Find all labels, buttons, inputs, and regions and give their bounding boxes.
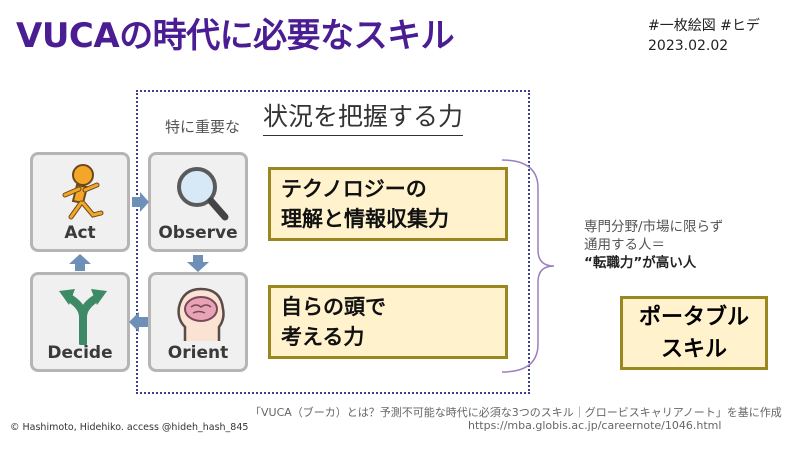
ooda-card-observe: Observe [148,152,248,252]
skill-tech-line2: 理解と情報収集力 [281,207,449,231]
skill-think-line2: 考える力 [281,325,365,349]
date-text: 2023.02.02 [648,38,729,54]
skill-tech-line1: テクノロジーの [281,177,427,201]
running-person-icon [62,164,104,220]
portable-skill-box: ポータブル スキル [620,296,768,370]
ooda-card-orient: Orient [148,272,248,372]
situation-awareness-box [136,90,530,394]
tags-text: #一枚絵図 #ヒデ [648,18,760,34]
fork-arrow-icon [59,289,107,345]
portable-skill-note: 専門分野/市場に限らず 通用する人＝ “転職力”が高い人 [584,218,723,272]
arrow-observe-to-orient [187,255,209,272]
arrow-act-to-observe [132,192,149,212]
subtitle-prefix: 特に重要な [165,118,241,136]
arrow-decide-to-act [69,254,91,271]
orient-label: Orient [167,343,229,363]
source-url[interactable]: https://mba.globis.ac.jp/careernote/1046… [468,419,722,432]
copyright-text: © Hashimoto, Hidehiko. access @hideh_has… [10,422,249,433]
skill-box-thinking: 自らの頭で 考える力 [268,285,508,359]
subtitle-main: 状況を把握する力 [263,100,464,136]
head-brain-icon [177,287,225,341]
observe-label: Observe [158,223,238,243]
skill-box-technology: テクノロジーの 理解と情報収集力 [268,167,508,241]
ooda-card-decide: Decide [30,272,130,372]
magnifier-icon [177,167,229,221]
header-meta: #一枚絵図 #ヒデ 2023.02.02 [648,16,760,56]
decide-label: Decide [47,343,113,363]
note-line1: 専門分野/市場に限らず [584,219,724,235]
arrow-orient-to-decide [129,312,148,332]
act-label: Act [64,223,96,243]
curly-brace-shape [501,159,555,373]
portable-line2: スキル [660,337,727,362]
page-title: VUCAの時代に必要なスキル [16,16,455,56]
note-line3: “転職力”が高い人 [584,255,697,271]
skill-think-line1: 自らの頭で [281,295,386,319]
source-citation: 「VUCA（ブーカ）とは？予測不可能な時代に必須な3つのスキル｜グロービスキャリ… [250,406,782,419]
note-line2: 通用する人＝ [584,237,665,253]
ooda-card-act: Act [30,152,130,252]
portable-line1: ポータブル [638,305,749,330]
